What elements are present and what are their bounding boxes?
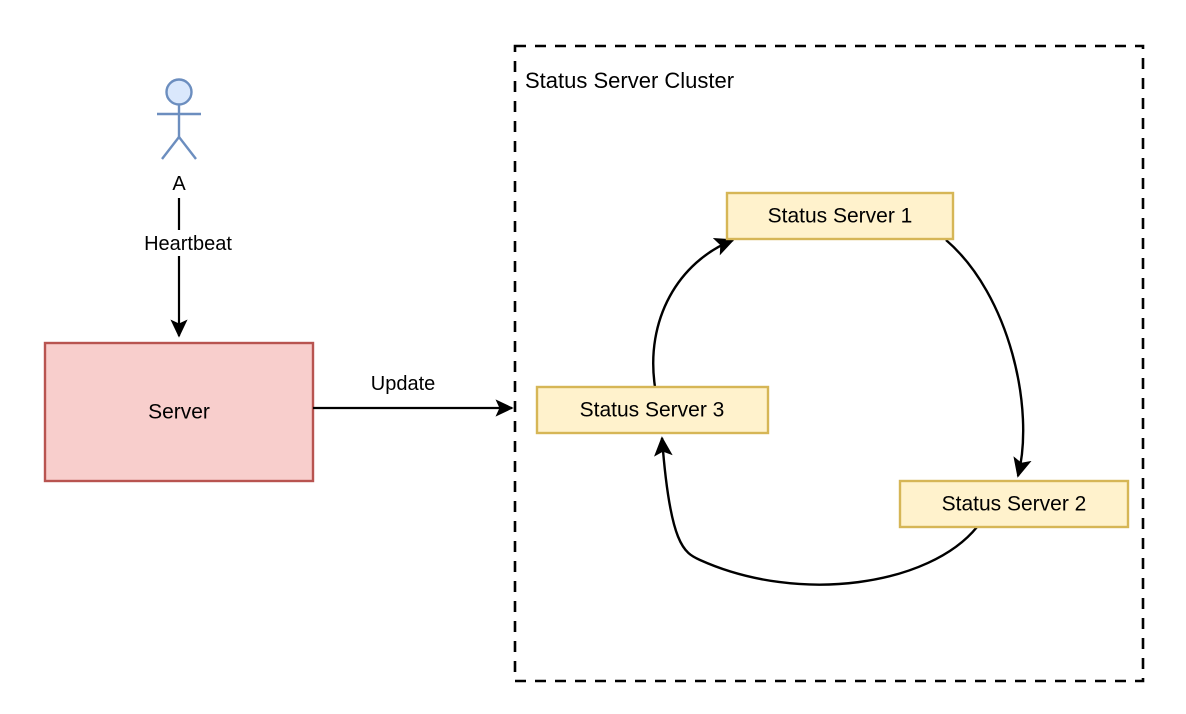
- actor-a[interactable]: A: [157, 78, 201, 196]
- cluster-title: Status Server Cluster: [525, 68, 734, 93]
- server-box: [43, 341, 315, 483]
- actor-left-leg-icon: [161, 136, 180, 160]
- status-server-3-box: [535, 385, 770, 435]
- cluster-dashed-border: [513, 44, 1145, 683]
- ss2-to-ss3-arc: [654, 436, 978, 586]
- node-status-server-1[interactable]: Status Server 1: [725, 191, 955, 241]
- node-status-server-2[interactable]: Status Server 2: [898, 479, 1130, 529]
- edge-ss1-to-ss2[interactable]: [945, 239, 1032, 478]
- node-status-server-3[interactable]: Status Server 3: [535, 385, 770, 435]
- edge-ss3-to-ss1[interactable]: [652, 238, 735, 388]
- server-label: Server: [148, 401, 210, 424]
- actor-label: A: [172, 173, 186, 195]
- edge-heartbeat[interactable]: Heartbeat: [128, 198, 232, 338]
- edge-label-update: Update: [371, 373, 436, 395]
- heartbeat-label-backdrop: [128, 230, 232, 256]
- edge-label-heartbeat: Heartbeat: [144, 233, 232, 255]
- ss3-to-ss1-arc: [652, 238, 735, 388]
- actor-head-icon: [165, 78, 193, 106]
- status-server-2-box: [898, 479, 1130, 529]
- status-server-2-label: Status Server 2: [942, 493, 1087, 516]
- node-server[interactable]: Server: [43, 341, 315, 483]
- status-server-1-box: [725, 191, 955, 241]
- update-label-backdrop: [355, 370, 451, 396]
- actor-right-leg-icon: [178, 136, 197, 160]
- status-server-3-label: Status Server 3: [580, 399, 725, 422]
- ss1-to-ss2-arc: [945, 239, 1032, 478]
- edge-ss2-to-ss3[interactable]: [654, 436, 978, 586]
- status-server-1-label: Status Server 1: [768, 205, 913, 228]
- edge-update[interactable]: Update: [313, 370, 514, 417]
- status-server-cluster[interactable]: Status Server Cluster: [513, 44, 1145, 683]
